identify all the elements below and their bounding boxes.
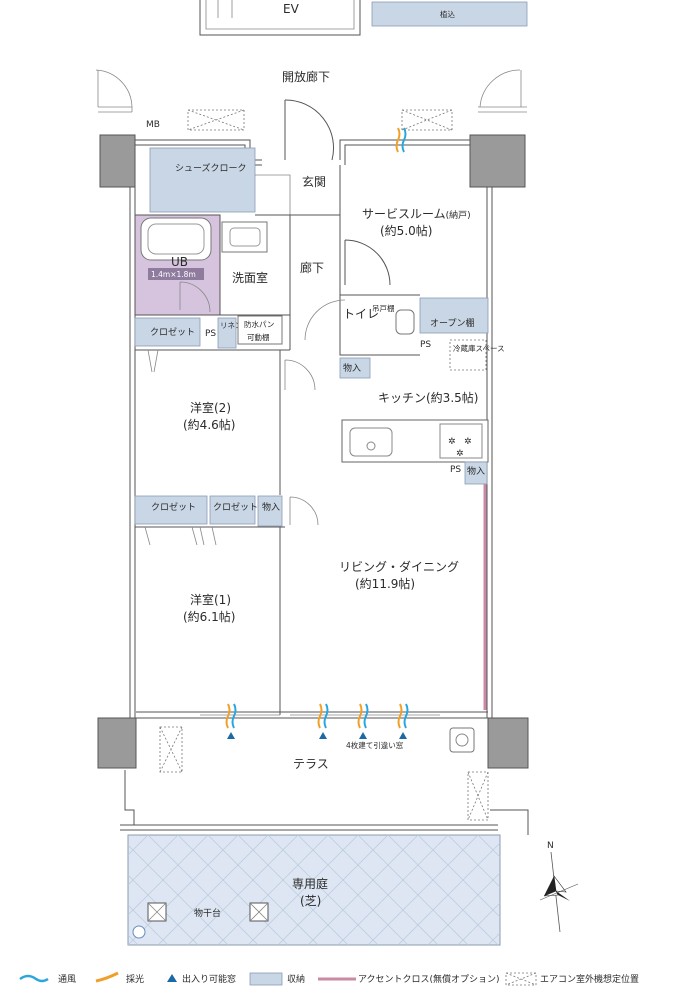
column-top-left — [99, 134, 136, 188]
gate-left — [98, 106, 132, 113]
burner-3: ✲ — [456, 449, 464, 459]
hanging-shelf-label: 吊戸棚 — [372, 303, 395, 313]
kitchen-counter — [341, 419, 489, 463]
ps-label-3: PS — [450, 465, 461, 475]
garden-drain — [132, 925, 146, 939]
window-markers — [225, 127, 409, 739]
closet-western2 — [134, 317, 201, 347]
western1-label: 洋室(1) — [190, 592, 231, 607]
legend-label-5: エアコン室外機想定位置 — [540, 973, 639, 985]
legend-ac-icon — [505, 972, 537, 986]
mb-label: MB — [146, 120, 160, 130]
western2-label: 洋室(2) — [190, 400, 231, 415]
planting-area — [371, 1, 528, 27]
open-shelf — [419, 297, 489, 334]
bathtub — [140, 217, 212, 261]
kitchen-sink — [349, 427, 393, 457]
ub-size-badge — [148, 268, 204, 280]
shoes-cloak — [149, 147, 256, 213]
western1-size: (約6.1帖) — [183, 609, 235, 624]
garden-label: 専用庭 — [292, 876, 328, 891]
legend-label-3: 収納 — [287, 973, 305, 985]
storage-hall — [257, 495, 283, 527]
burner-2: ✲ — [464, 437, 472, 447]
legend-label-1: 採光 — [126, 973, 144, 985]
planting-label: 植込 — [440, 9, 455, 19]
toilet-label: トイレ — [343, 307, 379, 321]
sliding-window-label: 4枚建て引違い窓 — [346, 740, 404, 750]
storage-living — [464, 461, 488, 485]
waterproof-pan-label: 防水パン — [244, 319, 274, 329]
drying-stand-label: 物干台 — [194, 907, 221, 919]
waterproof-pan — [237, 315, 283, 345]
closet-label-1: クロゼット — [150, 326, 195, 338]
storage-label-3: 物入 — [262, 501, 280, 513]
ac-unit-terrace-2 — [467, 771, 489, 821]
legend-label-0: 通風 — [58, 974, 76, 985]
ub-size: 1.4m×1.8m — [151, 270, 196, 279]
storage-kitchen — [339, 357, 371, 379]
ac-unit-corridor-1 — [187, 109, 245, 131]
closet-2 — [209, 495, 256, 525]
column-bottom-left — [97, 717, 137, 769]
washroom-label: 洗面室 — [232, 270, 268, 285]
ps-label-1: PS — [205, 329, 216, 339]
entrance-door — [284, 99, 335, 161]
closet-1 — [134, 495, 208, 525]
hallway-label: 廊下 — [300, 260, 324, 275]
corridor-label: 開放廊下 — [282, 69, 330, 84]
legend-label-2: 出入り可能窓 — [182, 973, 236, 985]
service-room-label: サービスルーム(納戸) — [362, 207, 471, 221]
ac-unit-corridor-2 — [401, 109, 453, 131]
burner-1: ✲ — [448, 437, 456, 447]
cooktop — [439, 423, 483, 459]
toilet-wall — [339, 295, 420, 356]
fridge-space — [449, 339, 487, 371]
unit-left-wall — [129, 187, 136, 718]
storage-label-1: 物入 — [343, 362, 361, 374]
compass-icon: N — [539, 841, 579, 933]
column-bottom-right — [487, 717, 529, 769]
legend-wind-icon — [19, 974, 49, 983]
living-dining-size: (約11.9帖) — [355, 576, 415, 591]
ev-shaft: EV — [199, 0, 361, 36]
toilet-bowl — [395, 309, 415, 335]
terrace-faucet — [449, 727, 475, 753]
service-room-size: (約5.0帖) — [380, 223, 432, 238]
kitchen-label: キッチン(約3.5帖) — [378, 390, 478, 405]
legend-storage-icon — [249, 972, 283, 986]
ac-unit-terrace-1 — [159, 726, 183, 773]
fridge-label: 冷蔵庫スペース — [453, 343, 505, 353]
legend-light-icon — [95, 971, 119, 983]
terrace-edge — [120, 824, 498, 831]
open-shelf-label: オープン棚 — [430, 317, 474, 329]
western2-size: (約4.6帖) — [183, 417, 235, 432]
legend: 通風 採光 出入り可能窓 収納 アクセントクロス(無償オプション) エアコン室外… — [19, 971, 639, 986]
entrance-label: 玄関 — [302, 174, 326, 189]
linen-closet — [217, 317, 237, 349]
terrace-label: テラス — [293, 757, 329, 771]
garden-note: (芝) — [300, 893, 321, 908]
ps-label-2: PS — [420, 340, 431, 350]
closet-label-3: クロゼット — [213, 501, 258, 513]
storage-label-2: 物入 — [467, 465, 485, 477]
column-top-right — [469, 134, 526, 188]
shoes-cloak-label: シューズクローク — [175, 162, 247, 174]
living-dining-label: リビング・ダイニング — [339, 559, 459, 574]
legend-door-icon — [167, 974, 177, 982]
unit-bottom-wall — [136, 711, 488, 719]
movable-shelf-label: 可動棚 — [247, 332, 270, 342]
linen-label: リネン庫 — [220, 320, 250, 330]
closet-label-2: クロゼット — [151, 501, 196, 513]
ev-label: EV — [283, 2, 300, 16]
svg-text:N: N — [547, 841, 554, 851]
ub-label: UB — [171, 255, 188, 269]
legend-label-4: アクセントクロス(無償オプション) — [358, 973, 500, 985]
